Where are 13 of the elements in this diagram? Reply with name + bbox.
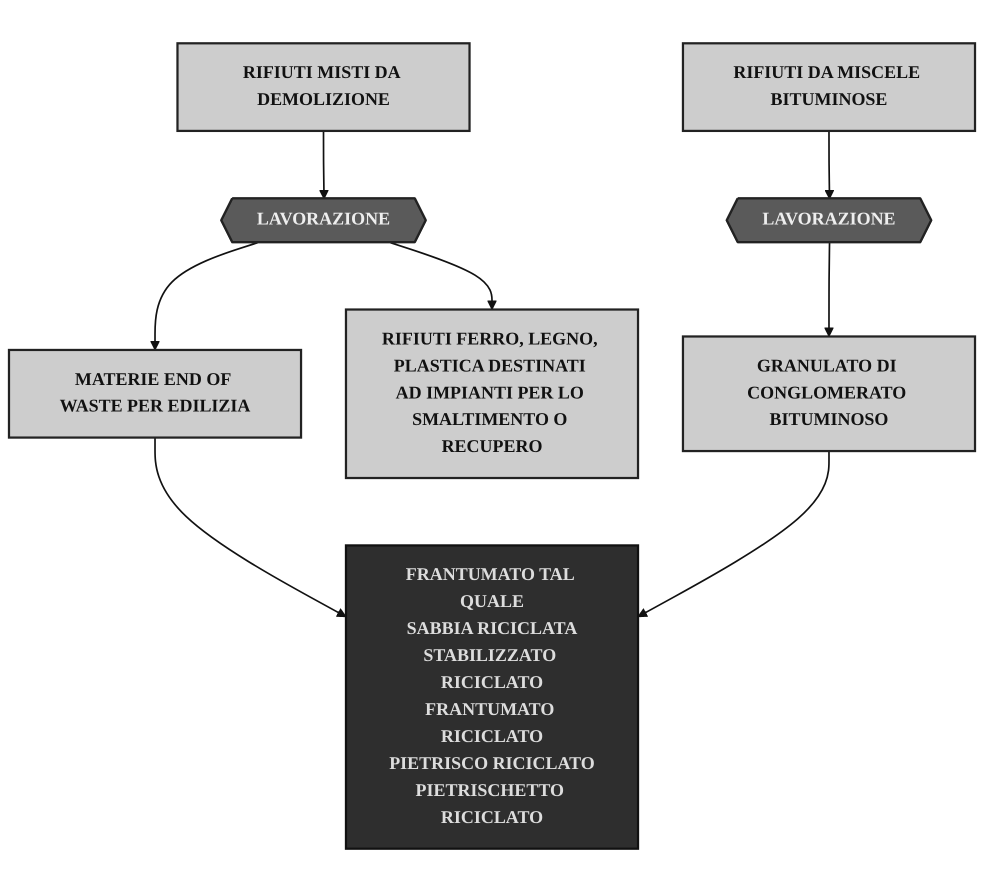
arrow [150,242,258,350]
node-box: RIFIUTI FERRO, LEGNO, PLASTICA DESTINATI AD IMPIANTI PER LO SMALTIMENTO O RECUPERO [344,308,640,480]
node-box: MATERIE END OF WASTE PER EDILIZIA [8,348,302,439]
arrow [638,451,830,618]
node-box: GRANULATO DI CONGLOMERATO BITUMINOSO [682,335,976,452]
arrow [390,242,497,310]
arrow [318,130,329,200]
node-box: RIFIUTI MISTI DA DEMOLIZIONE [176,42,471,132]
arrow [154,438,346,618]
arrow [824,242,834,337]
arrow [824,130,834,200]
node-box: RIFIUTI DA MISCELE BITUMINOSE [682,42,976,132]
node-box: FRANTUMATO TAL QUALE SABBIA RICICLATA STABILIZZATO RICICLATO FRANTUMATO RICICLATO PIETRISCO RICICLATO PIETRISCHETTO RICICLATO [344,544,640,850]
